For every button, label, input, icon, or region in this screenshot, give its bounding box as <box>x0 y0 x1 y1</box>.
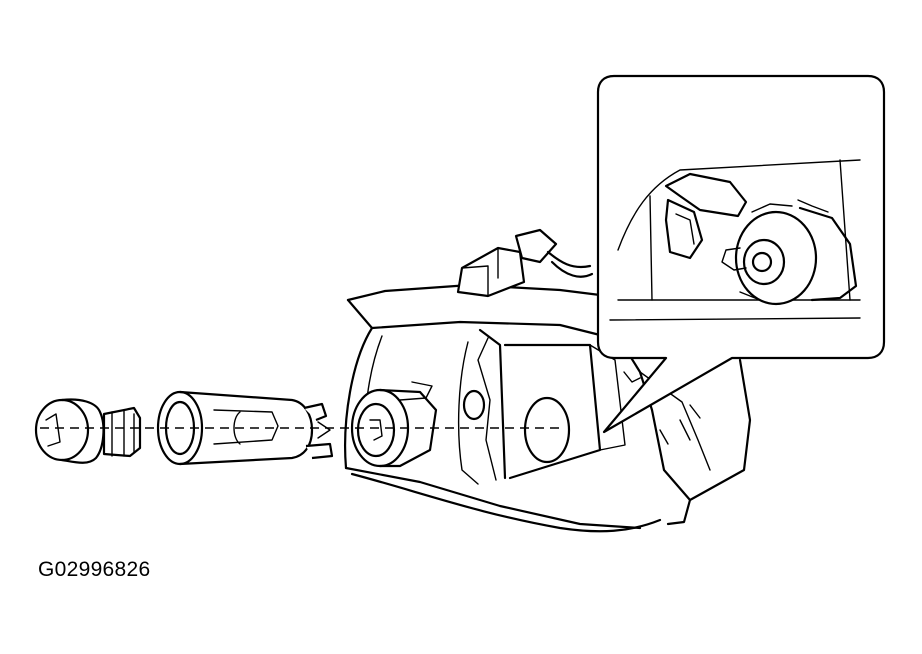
figure-code-label: G02996826 <box>38 558 151 581</box>
lighter-socket-icon <box>156 390 334 466</box>
cigar-lighter-knob-icon <box>34 398 142 464</box>
dashboard-panel-icon <box>344 228 752 533</box>
lighter-socket-installed-icon <box>350 381 438 468</box>
connector-detail-icon <box>596 74 886 434</box>
